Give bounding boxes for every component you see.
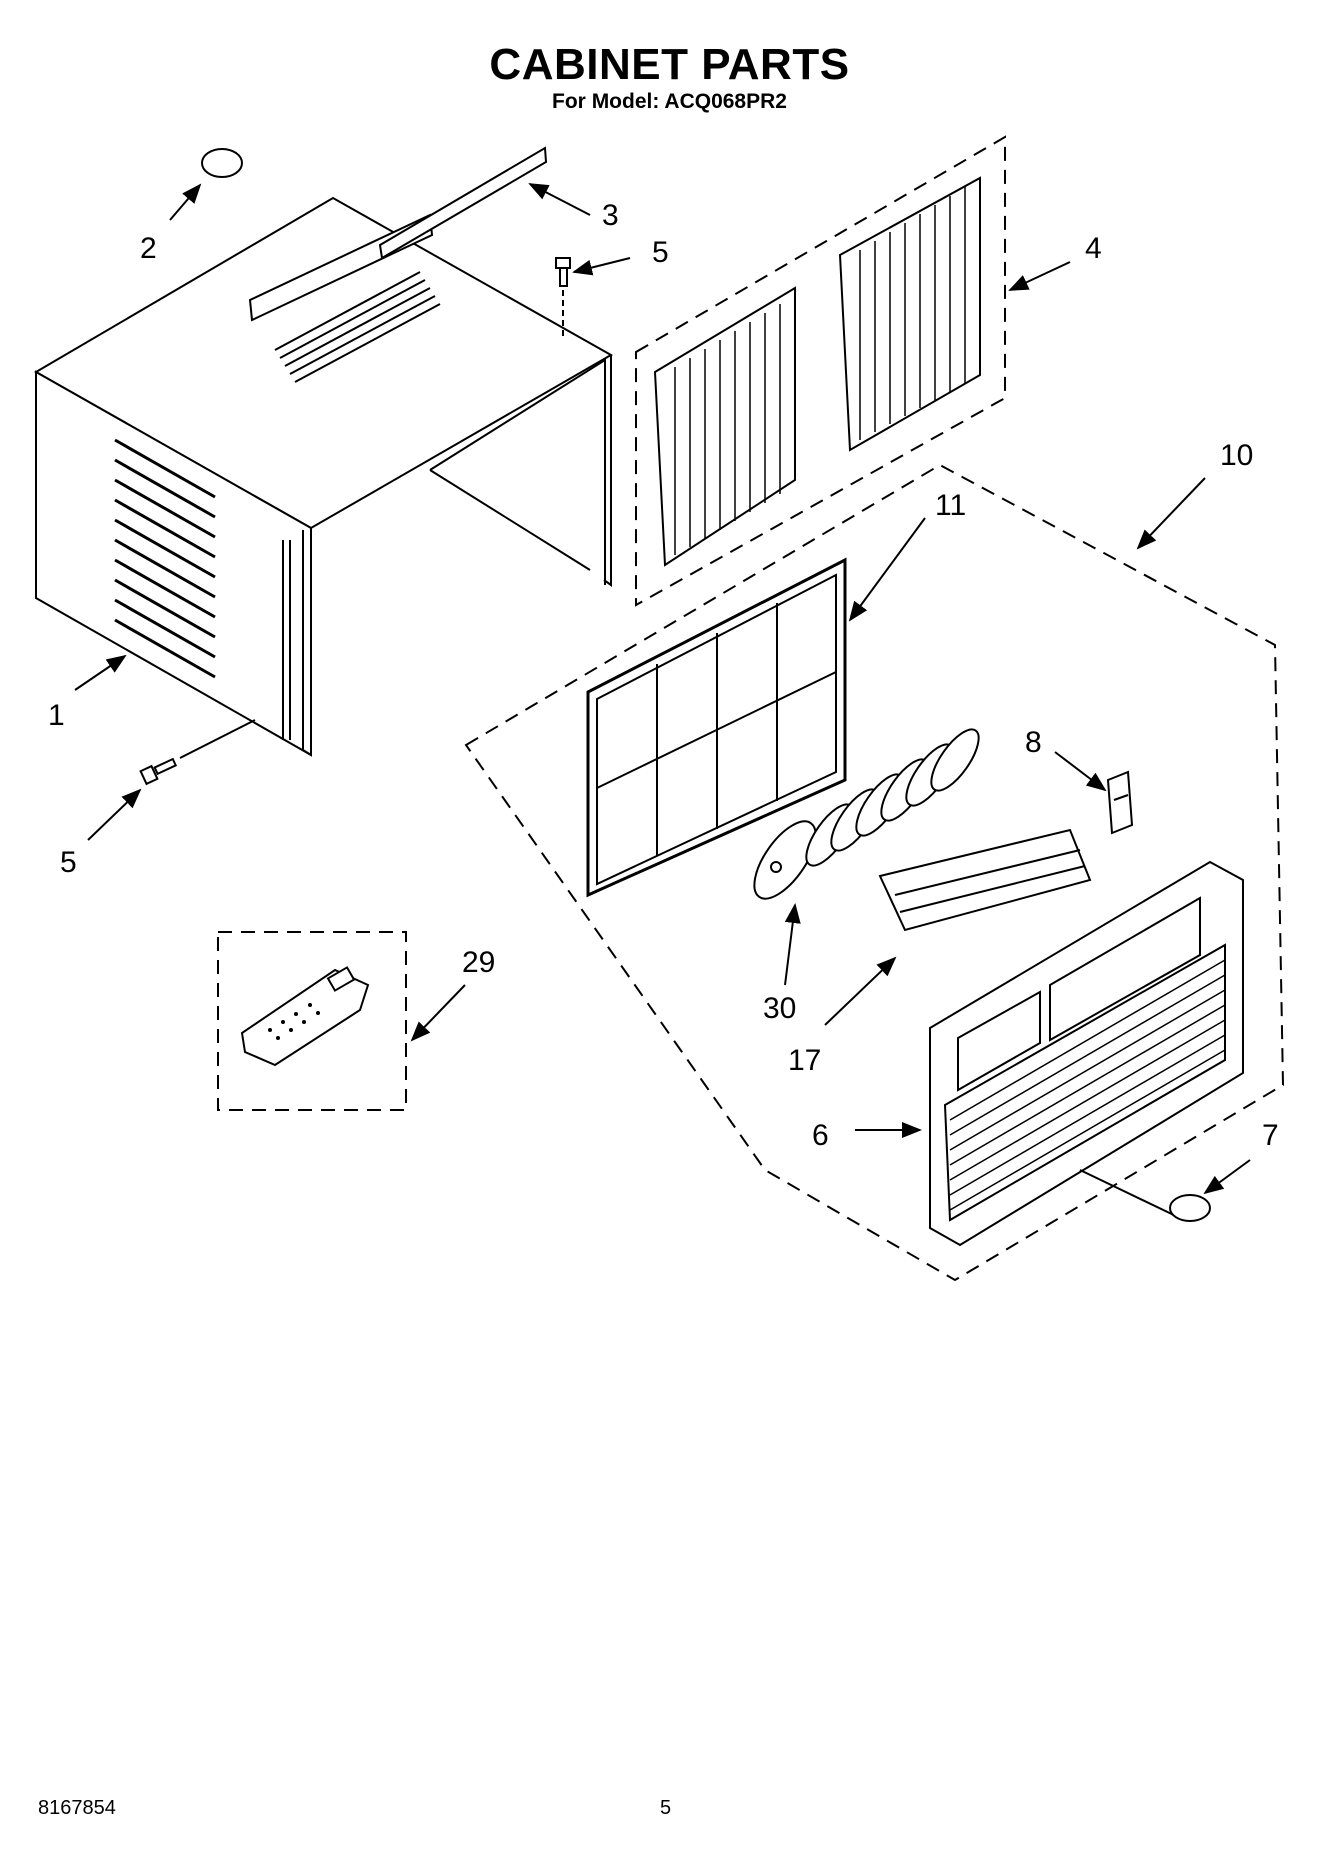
side-curtain-left-part-4 (653, 286, 796, 567)
plug-part-2 (201, 148, 243, 178)
callout-10: 10 (1220, 439, 1253, 472)
side-curtain-group-box (635, 135, 1006, 607)
document-number: 8167854 (38, 1797, 116, 1819)
page-number: 5 (660, 1797, 672, 1819)
callout-4: 4 (1085, 232, 1102, 265)
remote-group-box (217, 931, 407, 1111)
rail-part-3 (378, 146, 548, 260)
louver-part-17 (878, 828, 1092, 932)
callout-2: 2 (140, 232, 157, 265)
blower-wheel-part-30 (753, 728, 980, 900)
front-grille-part-6 (929, 860, 1244, 1247)
front-assembly-group-box (464, 463, 1285, 1282)
callout-1: 1 (48, 699, 65, 732)
callout-8: 8 (1025, 726, 1042, 759)
screw-part-5-top (555, 257, 571, 340)
callout-5-bottom: 5 (60, 846, 77, 879)
air-filter-part-11 (586, 557, 847, 898)
plug-part-7 (1169, 1194, 1211, 1222)
side-curtain-right-part-4 (838, 176, 981, 452)
page-title: CABINET PARTS (489, 40, 850, 89)
callout-6: 6 (812, 1119, 829, 1152)
callout-5-top: 5 (652, 236, 669, 269)
screw-part-5-bottom (139, 719, 256, 786)
callout-29: 29 (462, 946, 495, 979)
callout-7: 7 (1262, 1119, 1279, 1152)
clip-part-8 (1106, 770, 1134, 835)
cabinet-shell-part (33, 196, 614, 757)
callout-3: 3 (602, 199, 619, 232)
callout-30: 30 (763, 992, 796, 1025)
callout-17: 17 (788, 1044, 821, 1077)
remote-control-part-29 (240, 966, 370, 1067)
leader-arrows (74, 183, 1251, 1195)
callout-11: 11 (935, 489, 966, 522)
model-subtitle: For Model: ACQ068PR2 (552, 90, 787, 113)
